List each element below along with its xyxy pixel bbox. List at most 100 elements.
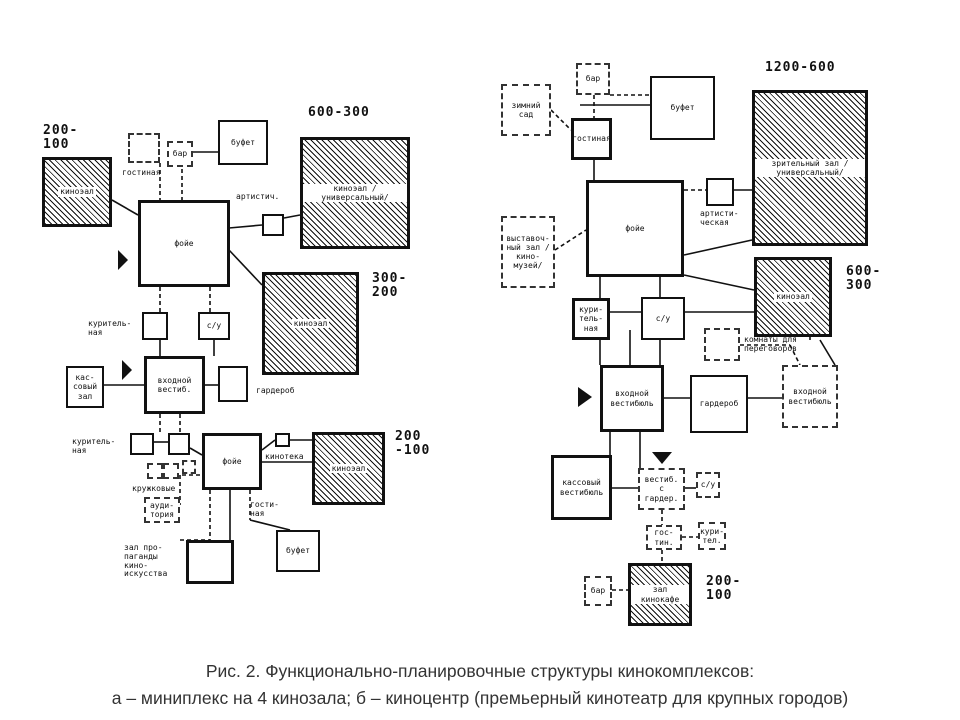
garderob-room-b: гардероб (690, 375, 748, 433)
kruzhok-room-a3 (182, 460, 196, 474)
garderob-room-a (218, 366, 248, 402)
kinozal-3: киноэал (262, 272, 359, 375)
caption-line-1: Рис. 2. Функционально-планировочные стру… (205, 661, 755, 681)
su-label-a: с/у (206, 321, 222, 331)
capacity-a3: 300- 200 (372, 271, 408, 300)
vhodnoy-vestibyul-b: входной вестибюль (600, 365, 664, 432)
kassovy-zal-label-a: кас- совый зал (72, 373, 98, 401)
capacity-b1: 1200-600 (765, 60, 836, 75)
gostinaya-2-room-b: гос- тин. (646, 525, 682, 550)
su-room-b: с/у (641, 297, 685, 340)
kuritelnaya-2-label-b: кури- тел. (699, 526, 725, 545)
kinozal-4-label: киноэал (329, 463, 368, 474)
kinozal-3-label: киноэал (291, 318, 330, 329)
kinozal-universal-a: киноэал /универсальный/ (300, 137, 410, 249)
vhodnoy-vestibyul-a: входной вестиб. (144, 356, 205, 414)
kinozal-4: киноэал (312, 432, 385, 505)
bufet-label-a: буфет (230, 137, 256, 147)
kassovy-vestibyul-b: кассовый вестибюль (551, 455, 612, 520)
kuritelnaya-label-a1: куритель- ная (88, 319, 132, 337)
kinoteka-room-a (275, 433, 290, 447)
kuritelnaya-room-a2 (130, 433, 154, 455)
bufet-2-label-a: буфет (285, 546, 311, 556)
kinozal-1-label: киноэал (58, 187, 96, 197)
zritelny-zal-label-b: зрительный зал /универсальный/ (755, 158, 865, 178)
vystavochny-zal-b: выставоч- ный зал /кино- музей/ (501, 216, 555, 288)
artisticheskaya-room-b (706, 178, 734, 206)
bar-room-a: бар (167, 141, 193, 167)
bufet-room-b: буфет (650, 76, 715, 140)
garderob-label-b: гардероб (699, 399, 739, 409)
artistich-room-a (262, 214, 284, 236)
kinozal-label-b: киноэал (774, 292, 812, 302)
kinoteka-label-a: кинотека (265, 452, 304, 461)
zritelny-zal-b: зрительный зал /универсальный/ (752, 90, 868, 246)
bar-room-b: бар (576, 63, 610, 95)
garderob-label-a: гардероб (256, 386, 295, 395)
kuritelnaya-room-b: кури- тель- ная (572, 298, 610, 340)
figure-caption: Рис. 2. Функционально-планировочные стру… (0, 658, 960, 712)
kinozal-room-b: киноэал (754, 257, 832, 337)
small-room-a (168, 433, 190, 455)
auditoriya-room-a: ауди- тория (144, 497, 180, 523)
komnaty-peregovorov-room-b (704, 328, 740, 361)
zal-kinokafe-b: зал кинокафе (628, 563, 692, 626)
foye-2-room-a: фойе (202, 433, 262, 490)
foye-label-a: фойе (174, 238, 194, 248)
gostinaya-2-label-b: гос- тин. (654, 528, 674, 547)
bar-label-b: бар (585, 74, 601, 84)
vhodnoy-vestibyul-label-a: входной вестиб. (157, 375, 192, 394)
gostinaya-label-a: гостиная (122, 168, 161, 177)
capacity-a4: 200 -100 (395, 429, 431, 458)
caption-line-2: а – миниплекс на 4 кинозала; б – киноцен… (111, 688, 849, 708)
kuritelnaya-label-b: кури- тель- ная (578, 305, 604, 333)
kassovy-vestibyul-label-b: кассовый вестибюль (559, 478, 604, 497)
kruzhok-room-a2 (163, 463, 179, 479)
bufet-2-room-a: буфет (276, 530, 320, 572)
vhodnoy-vestibyul-2-b: входной вестибюль (782, 365, 838, 428)
zal-kinokafe-label-b: зал кинокафе (631, 585, 689, 604)
kuritelnaya-label-a2: куритель- ная (72, 437, 116, 455)
komnaty-peregovorov-label-b: комнаты для переговоров (744, 335, 797, 353)
bufet-label-b: буфет (670, 103, 695, 113)
vestib-garderob-b: вестиб. с гардер. (638, 468, 685, 510)
bar-label-a: бар (172, 149, 188, 159)
foye-room-a: фойе (138, 200, 230, 287)
capacity-b3: 200- 100 (706, 574, 742, 603)
kinozal-1: киноэал (42, 157, 112, 227)
capacity-b2: 600- 300 (846, 264, 882, 293)
gostinaya-room-a (128, 133, 160, 163)
kruzhkovye-label-a: кружковые (132, 484, 176, 493)
artistich-label-a: артистич. (236, 192, 280, 201)
su-2-label-b: с/у (700, 480, 716, 490)
capacity-a1: 200- 100 (43, 123, 79, 152)
gostinaya-label-b: гостиная (572, 134, 611, 144)
capacity-a2: 600-300 (308, 105, 370, 120)
zal-propagandy-label-a: зал про- паганды кино- искусства (124, 543, 168, 579)
kruzhok-room-a1 (147, 463, 163, 479)
artisticheskaya-label-b: артисти- ческая (700, 209, 739, 227)
kuritelnaya-room-a1 (142, 312, 168, 340)
bar-2-room-b: бар (584, 576, 612, 606)
su-2-room-b: с/у (696, 472, 720, 498)
auditoriya-label-a: ауди- тория (149, 500, 175, 519)
kassovy-zal-a: кас- совый зал (66, 366, 104, 408)
kuritelnaya-2-room-b: кури- тел. (698, 522, 726, 550)
bufet-room-a: буфет (218, 120, 268, 165)
su-label-b: с/у (655, 313, 671, 323)
foye-2-label-a: фойе (222, 456, 242, 466)
zimniy-sad-room-b: зимний сад (501, 84, 551, 136)
kinozal-universal-label-a: киноэал /универсальный/ (303, 183, 407, 203)
foye-label-b: фойе (625, 223, 645, 233)
zal-propagandy-room-a (186, 540, 234, 584)
vestib-garderob-label-b: вестиб. с гардер. (644, 475, 679, 503)
vhodnoy-vestibyul-label-b: входной вестибюль (610, 389, 654, 408)
bar-2-label-b: бар (590, 586, 606, 596)
vhodnoy-vestibyul-2-label-b: входной вестибюль (788, 387, 832, 406)
foye-room-b: фойе (586, 180, 684, 277)
vystavochny-zal-label-b: выставоч- ный зал /кино- музей/ (506, 233, 550, 271)
gostinaya-room-b: гостиная (571, 118, 612, 160)
zimniy-sad-label-b: зимний сад (511, 100, 541, 119)
su-room-a: с/у (198, 312, 230, 340)
